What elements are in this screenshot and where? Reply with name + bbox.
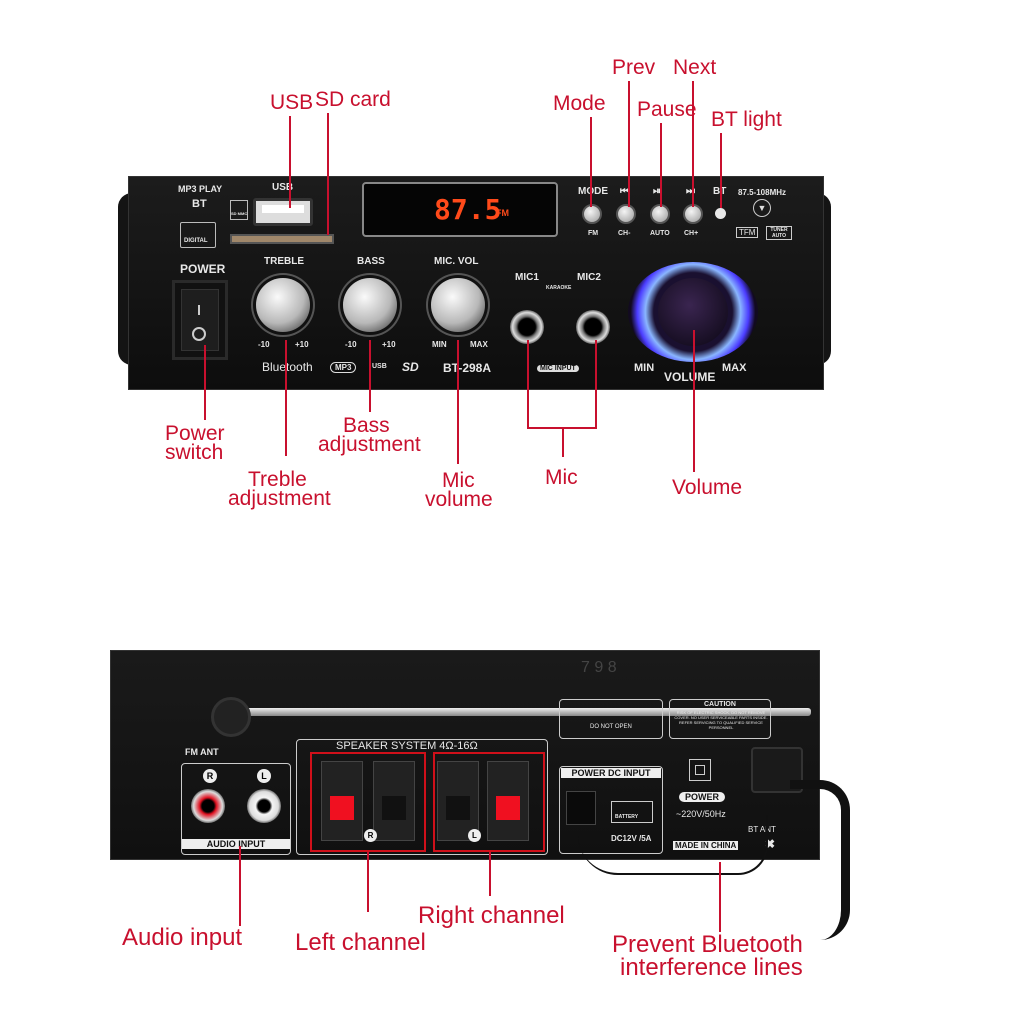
prev-annotation: Prev — [612, 56, 656, 79]
power-switch-annotation: Power — [165, 422, 225, 445]
play-pause-button[interactable] — [650, 204, 670, 224]
usb-annotation: USB — [270, 91, 314, 114]
pause-annotation: Pause — [637, 98, 697, 121]
audio-input-label: AUDIO INPUT — [182, 839, 290, 849]
mic2-label: MIC2 — [577, 272, 601, 283]
back-panel: 7 9 8 FM ANT R L AUDIO INPUT SPEAKER SYS… — [110, 650, 820, 860]
prev-button[interactable] — [616, 204, 636, 224]
bt-antenna-wire — [578, 815, 768, 875]
display-value: 87.5 — [434, 193, 502, 226]
sd-card-annotation: SD card — [315, 88, 391, 111]
fm-antenna[interactable] — [221, 708, 811, 716]
bass-knob[interactable] — [343, 278, 397, 332]
bt-indicator-light — [715, 208, 726, 219]
left-channel-terminals — [310, 752, 426, 852]
mic2-jack[interactable] — [576, 310, 610, 344]
power-label: POWER — [679, 792, 726, 802]
karaoke-label: KARAOKE — [546, 285, 572, 291]
mic1-label: MIC1 — [515, 272, 539, 283]
speaker-system-label: SPEAKER SYSTEM 4Ω-16Ω — [336, 740, 478, 752]
bluetooth-text: Bluetooth — [262, 360, 313, 374]
next-annotation: Next — [673, 56, 717, 79]
mic-vol-label: MIC. VOL — [434, 256, 479, 267]
mp3-play-label: MP3 PLAY — [178, 184, 223, 194]
digital-logo: DIGITAL — [180, 222, 216, 248]
bass-label: BASS — [357, 256, 385, 267]
rca-right-jack[interactable] — [191, 789, 225, 823]
sd-logo: SD — [402, 360, 419, 374]
mic1-jack[interactable] — [510, 310, 544, 344]
frequency-range: 87.5-108MHz — [738, 188, 787, 197]
right-channel-terminals — [433, 752, 545, 852]
right-plus-terminal[interactable] — [487, 761, 529, 841]
do-not-open-box: DO NOT OPEN — [559, 699, 663, 739]
treble-label: TREBLE — [264, 256, 304, 267]
tfm-label: TFM — [736, 227, 759, 238]
bt-light-label: BT — [713, 186, 726, 197]
serial-emboss: 7 9 8 — [581, 659, 617, 676]
right-minus-terminal[interactable] — [437, 761, 479, 841]
fm-ant-label: FM ANT — [185, 747, 219, 757]
speaker-system-box — [296, 739, 548, 855]
volume-label: VOLUME — [664, 370, 716, 384]
made-in-label: MADE IN CHINA — [673, 841, 739, 850]
power-label: POWER — [180, 262, 226, 276]
left-minus-terminal[interactable] — [373, 761, 415, 841]
left-plus-terminal[interactable] — [321, 761, 363, 841]
treble-knob[interactable] — [256, 278, 310, 332]
power-cord — [790, 780, 850, 940]
mic-volume-annotation: Mic — [442, 469, 475, 492]
bt-interference-annotation: Prevent Bluetooth — [612, 931, 803, 958]
audio-input-box — [181, 763, 291, 855]
antenna-mount — [211, 697, 251, 737]
mp3-logo: MP3 — [330, 362, 357, 373]
next-button[interactable] — [683, 204, 703, 224]
sd-mmc-icon: SD MMC — [230, 200, 248, 220]
volume-annotation: Volume — [672, 476, 743, 499]
left-channel-annotation: Left channel — [295, 929, 426, 956]
rca-left-jack[interactable] — [247, 789, 281, 823]
ir-receiver-icon: ▼ — [753, 199, 771, 217]
tuner-auto-label: TUNER AUTO — [766, 226, 792, 240]
usb-logo: USB — [372, 363, 387, 370]
model-number: BT-298A — [443, 361, 492, 375]
sd-card-slot[interactable] — [230, 234, 334, 244]
battery-icon: BATTERY — [611, 801, 653, 823]
mode-annotation: Mode — [553, 92, 606, 115]
led-display: 87.5 FM — [362, 182, 558, 237]
mic-input-label: MIC INPUT — [537, 365, 579, 372]
double-insulation-icon — [689, 759, 711, 781]
caution-box: CAUTION RISK OF ELECTRIC SHOCK, DO NOT R… — [669, 699, 771, 739]
usb-port[interactable] — [253, 198, 313, 226]
treble-annotation: Treble — [248, 468, 307, 491]
right-channel-annotation: Right channel — [418, 902, 565, 929]
usb-label: USB — [272, 182, 294, 193]
power-dc-input-label: POWER DC INPUT — [561, 768, 661, 778]
front-panel: MP3 PLAY BT DIGITAL USB SD MMC 87.5 FM P… — [118, 176, 831, 390]
power-switch[interactable] — [172, 280, 228, 360]
mic-annotation: Mic — [545, 466, 578, 489]
ac-spec: ~220V/50Hz — [676, 809, 726, 819]
display-band: FM — [496, 208, 509, 218]
dc-spec: DC12V /5A — [611, 834, 652, 843]
bt-light-annotation: BT light — [711, 108, 782, 131]
mic-volume-knob[interactable] — [431, 278, 485, 332]
bass-annotation: Bass — [343, 414, 390, 437]
audio-input-annotation: Audio input — [122, 924, 243, 951]
weee-icon: ✖ — [765, 837, 776, 851]
bt-badge: BT — [192, 198, 207, 210]
mode-button[interactable] — [582, 204, 602, 224]
